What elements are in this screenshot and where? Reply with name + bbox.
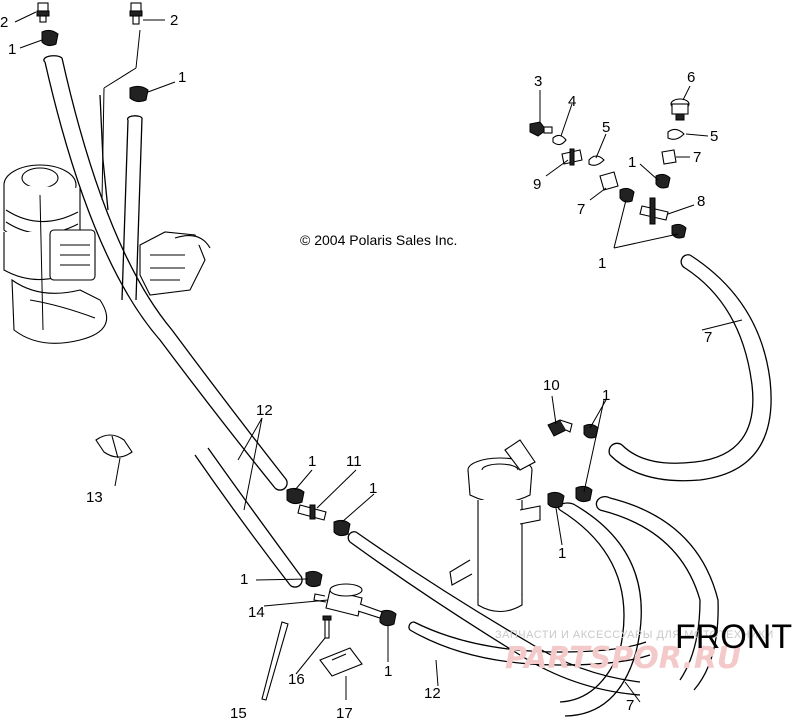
elbow-10: [547, 419, 573, 437]
screw-16: [322, 615, 332, 639]
clamp-1-lower-left: [305, 570, 323, 588]
clamp-1-lower-right: [379, 609, 397, 627]
callout-1: 1: [628, 154, 636, 171]
fuel-filter-14: [313, 583, 383, 619]
bracket-17: [319, 647, 363, 677]
callout-15: 15: [230, 705, 247, 722]
callout-10: 10: [543, 377, 560, 394]
callout-8: 8: [697, 193, 705, 210]
clip-13: [95, 434, 133, 459]
clip-5-a: [588, 155, 605, 166]
fuel-pump-assembly: [449, 439, 541, 613]
callout-2: 2: [170, 12, 178, 29]
callout-16: 16: [288, 671, 305, 688]
watermark-logo: PARTSPOR.RU: [505, 641, 741, 676]
callout-5: 5: [602, 119, 610, 136]
engine-carburetor-assembly: [3, 164, 211, 344]
watermark-caption: ЗАПЧАСТИ И АКСЕССУАРЫ ДЛЯ МОТОТЕХНИКИ: [495, 629, 774, 641]
callout-14: 14: [248, 604, 265, 621]
fitting-3: [529, 121, 553, 137]
fitting-2-right: [129, 2, 143, 25]
hose-12-front: [409, 629, 651, 666]
clamp-1-mid: [286, 487, 305, 505]
clamp-1-upper-right-a: [619, 187, 635, 203]
clamp-1-upper-right-c: [655, 173, 671, 189]
hose-12-lower: [194, 454, 291, 586]
callout-1: 1: [602, 387, 610, 404]
callout-12: 12: [256, 402, 273, 419]
cap-6: [670, 98, 690, 121]
callout-1: 1: [369, 480, 377, 497]
clamp-1-tank-a: [547, 491, 565, 509]
filter-7-b: [661, 149, 677, 165]
hose-12-upper-b: [61, 57, 286, 479]
callout-9: 9: [533, 176, 541, 193]
clamp-1-top-left: [41, 29, 59, 47]
callout-7: 7: [626, 697, 634, 714]
callouts: 2 1 2 1 3 4 5 6 5 1 7 9 7 8 1 7 10 1 1 1…: [0, 12, 718, 722]
clamp-1-upper-right-b: [671, 223, 687, 239]
front-direction-label: FRONT: [675, 618, 792, 656]
callout-12: 12: [424, 685, 441, 702]
leader-lines: [14, 11, 743, 703]
callout-1: 1: [598, 255, 606, 272]
callout-2: 2: [0, 14, 8, 31]
copyright-notice: © 2004 Polaris Sales Inc.: [300, 232, 457, 248]
callout-1: 1: [178, 69, 186, 86]
callout-17: 17: [336, 705, 353, 722]
tie-strap-15: [261, 621, 289, 701]
hose-7-right: [609, 254, 772, 482]
callout-7: 7: [693, 149, 701, 166]
hose-12-upper-a: [44, 61, 276, 489]
clamp-1-mid-right: [333, 519, 351, 537]
callout-13: 13: [86, 489, 103, 506]
fittings: [36, 2, 690, 701]
clamp-1-top-center: [129, 85, 149, 103]
connector-11: [297, 504, 327, 521]
filter-7-a: [599, 171, 619, 191]
fitting-2-left: [36, 2, 50, 23]
callout-1: 1: [308, 453, 316, 470]
clip-4: [552, 134, 567, 146]
callout-7: 7: [704, 329, 712, 346]
callout-5: 5: [710, 128, 718, 145]
callout-7: 7: [577, 201, 585, 218]
callout-3: 3: [534, 73, 542, 90]
hose-7-front: [559, 509, 625, 703]
callout-6: 6: [687, 69, 695, 86]
fitting-8: [639, 197, 669, 225]
callout-1: 1: [240, 571, 248, 588]
clip-5-b: [667, 128, 685, 140]
callout-4: 4: [568, 93, 576, 110]
clamp-1-tank-b: [575, 485, 593, 503]
callout-1: 1: [558, 545, 566, 562]
callout-1: 1: [8, 41, 16, 58]
callout-11: 11: [346, 453, 362, 470]
callout-1: 1: [384, 663, 392, 680]
